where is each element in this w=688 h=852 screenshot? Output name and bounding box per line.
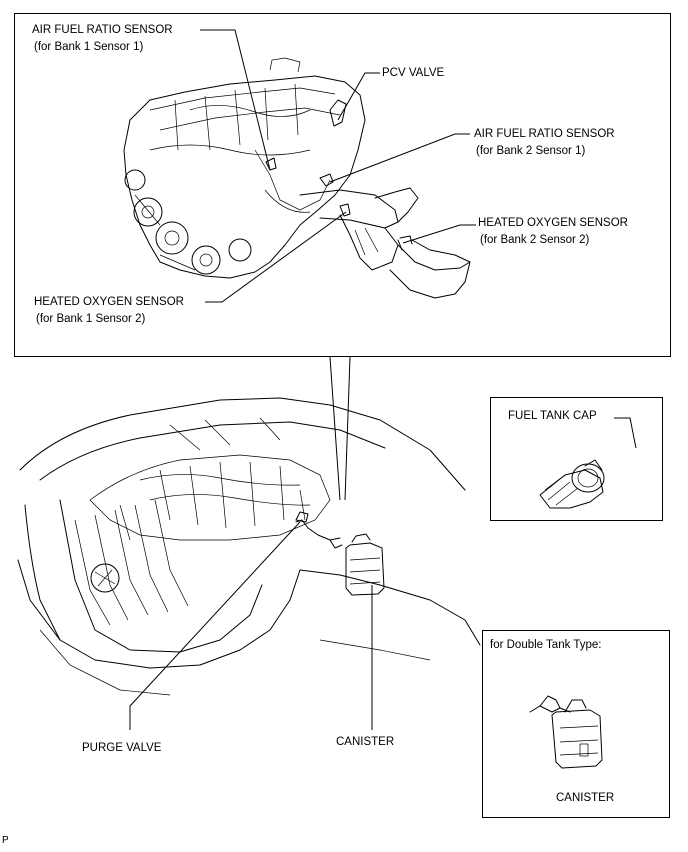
leader-pcv — [337, 72, 380, 121]
leader-fuel-cap — [614, 417, 637, 449]
af-bank1-label: AIR FUEL RATIO SENSOR (for Bank 1 Sensor… — [32, 24, 173, 53]
fuel-tank-cap-frame — [490, 397, 663, 521]
af-bank2-label: AIR FUEL RATIO SENSOR (for Bank 2 Sensor… — [474, 128, 615, 157]
double-tank-heading: for Double Tank Type: — [490, 639, 602, 651]
engine-detail-frame — [14, 13, 671, 357]
detail-callout-lines — [329, 356, 351, 501]
leader-af-bank2 — [329, 133, 470, 183]
ho2-bank1-label: HEATED OXYGEN SENSOR (for Bank 1 Sensor … — [34, 296, 184, 325]
leader-ho2-bank1 — [205, 211, 347, 303]
corner-mark: P — [2, 835, 9, 846]
double-tank-canister-illustration — [529, 695, 603, 769]
double-tank-canister-label: CANISTER — [556, 792, 615, 804]
leader-purge — [129, 521, 301, 730]
leader-af-bank1 — [200, 29, 271, 171]
vehicle-illustration — [17, 397, 481, 696]
ho2-bank2-label: HEATED OXYGEN SENSOR (for Bank 2 Sensor … — [478, 217, 628, 246]
engine-illustration — [123, 57, 471, 299]
fuel-tank-cap-label: FUEL TANK CAP — [508, 410, 597, 422]
pcv-valve-label: PCV VALVE — [382, 67, 445, 79]
leader-ho2-bank2 — [402, 224, 476, 244]
purge-valve-label: PURGE VALVE — [82, 742, 162, 754]
canister-label: CANISTER — [336, 736, 395, 748]
double-tank-frame — [482, 630, 670, 818]
fuel-tank-cap-illustration — [539, 459, 605, 509]
